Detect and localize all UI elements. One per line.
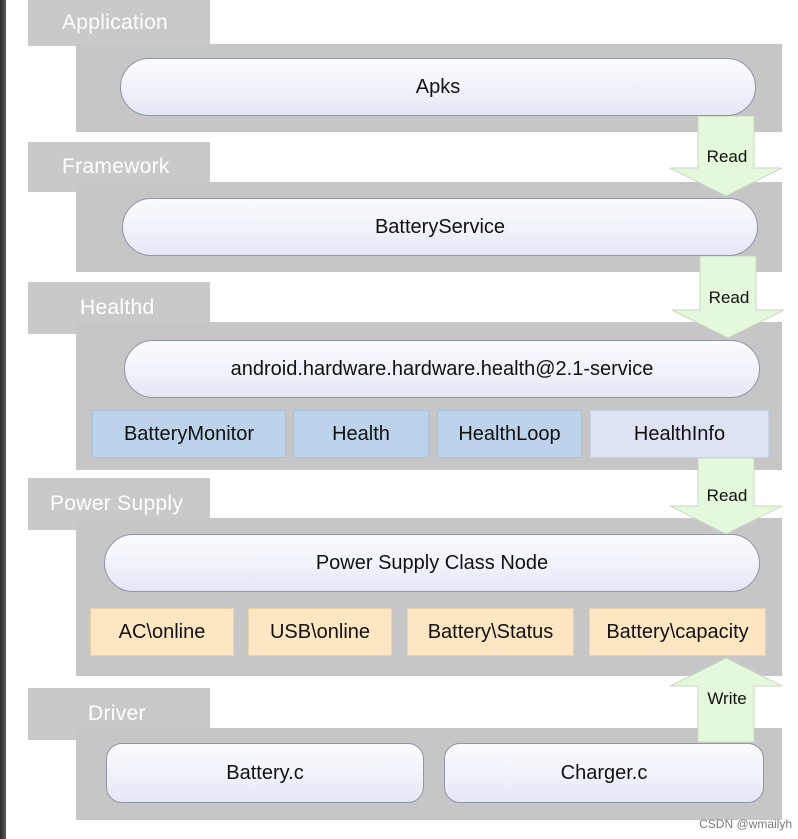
apks-box: Apks: [120, 58, 756, 116]
healthd-layer-label: Healthd: [80, 296, 155, 319]
health-loop-label: HealthLoop: [458, 422, 561, 445]
watermark-text: CSDN @wmailyh: [699, 817, 792, 831]
read-arrow-3-label: Read: [706, 486, 748, 505]
read-arrow-3: [669, 458, 783, 535]
battery-status-label: Battery\Status: [427, 620, 554, 643]
health-loop-tile: HealthLoop: [437, 410, 582, 458]
read-arrow-2: [671, 256, 785, 339]
battery-capacity-tile: Battery\capacity: [589, 608, 766, 656]
write-arrow: [669, 657, 783, 743]
health-info-tile: HealthInfo: [590, 410, 769, 458]
charger-c-label: Charger.c: [560, 761, 648, 784]
driver-layer-label: Driver: [88, 702, 146, 725]
battery-c-box: Battery.c: [106, 743, 424, 803]
health-tile: Health: [293, 410, 429, 458]
health-label: Health: [332, 422, 390, 445]
power-supply-class-node-box: Power Supply Class Node: [104, 534, 760, 592]
read-arrow-1: [669, 116, 783, 197]
charger-c-box: Charger.c: [444, 743, 764, 803]
power-supply-layer-label: Power Supply: [50, 492, 184, 515]
write-arrow-label: Write: [707, 689, 747, 708]
battery-c-label: Battery.c: [226, 761, 304, 784]
ac-online-label: AC\online: [118, 620, 206, 643]
ac-online-tile: AC\online: [90, 608, 234, 656]
health-service-box: android.hardware.hardware.health@2.1-ser…: [124, 340, 760, 398]
health-info-label: HealthInfo: [633, 422, 726, 445]
battery-service-box: BatteryService: [122, 198, 758, 256]
battery-capacity-label: Battery\capacity: [606, 620, 749, 643]
usb-online-tile: USB\online: [248, 608, 392, 656]
application-layer-label: Application: [62, 11, 169, 34]
apks-label: Apks: [415, 75, 461, 98]
battery-service-label: BatteryService: [374, 215, 506, 238]
health-service-label: android.hardware.hardware.health@2.1-ser…: [230, 357, 654, 380]
read-arrow-2-label: Read: [708, 288, 750, 307]
left-edge-strip: [0, 0, 6, 839]
framework-layer-label: Framework: [62, 155, 170, 178]
battery-status-tile: Battery\Status: [407, 608, 574, 656]
battery-monitor-label: BatteryMonitor: [123, 422, 255, 445]
usb-online-label: USB\online: [269, 620, 371, 643]
application-layer-tab: Application: [28, 0, 210, 46]
battery-monitor-tile: BatteryMonitor: [92, 410, 286, 458]
power-supply-class-node-label: Power Supply Class Node: [315, 551, 549, 574]
read-arrow-1-label: Read: [706, 147, 748, 166]
